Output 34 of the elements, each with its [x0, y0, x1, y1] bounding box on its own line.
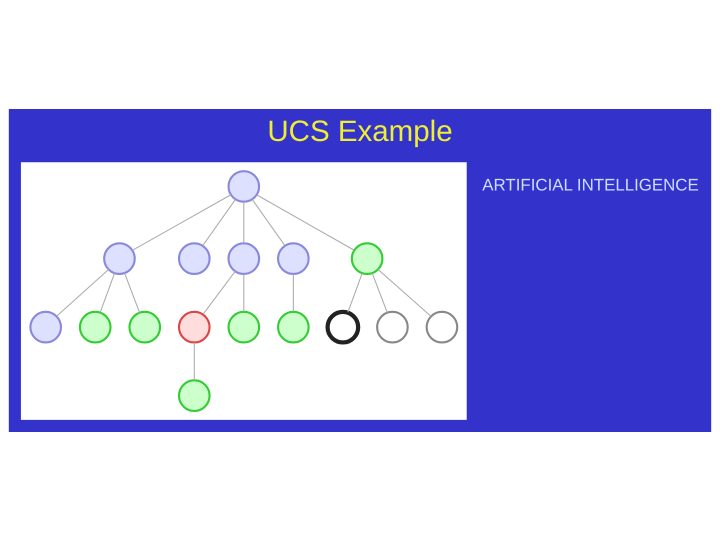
node-circle	[277, 242, 310, 274]
label: ARTIFICIAL INTELLIGENCE	[482, 174, 699, 194]
node-circle	[178, 310, 211, 343]
connector	[194, 342, 195, 380]
node-circle	[325, 309, 360, 344]
connector	[243, 274, 244, 312]
node-circle	[78, 310, 112, 343]
node-circle	[29, 310, 62, 343]
node-circle	[277, 310, 310, 343]
connector	[202, 270, 236, 314]
connector	[202, 198, 236, 246]
connector	[378, 268, 432, 316]
connector	[243, 202, 244, 243]
cluster	[20, 162, 467, 420]
connector	[132, 194, 232, 250]
node-circle	[178, 378, 211, 412]
node-circle	[227, 310, 260, 343]
node-circle	[350, 242, 384, 274]
connector	[56, 268, 109, 316]
connector	[347, 272, 363, 312]
connector	[372, 272, 388, 312]
connector	[252, 198, 286, 246]
connector	[100, 272, 116, 312]
node-circle	[227, 170, 260, 202]
connector	[256, 194, 354, 250]
node-circle	[376, 310, 409, 343]
connector	[292, 274, 294, 312]
node-circle	[178, 242, 211, 274]
diagram-title: UCS Example	[267, 114, 453, 148]
connector	[124, 272, 140, 312]
node-circle	[426, 310, 458, 343]
node-circle	[103, 242, 136, 274]
node-circle	[227, 242, 260, 274]
node-circle	[128, 310, 162, 343]
